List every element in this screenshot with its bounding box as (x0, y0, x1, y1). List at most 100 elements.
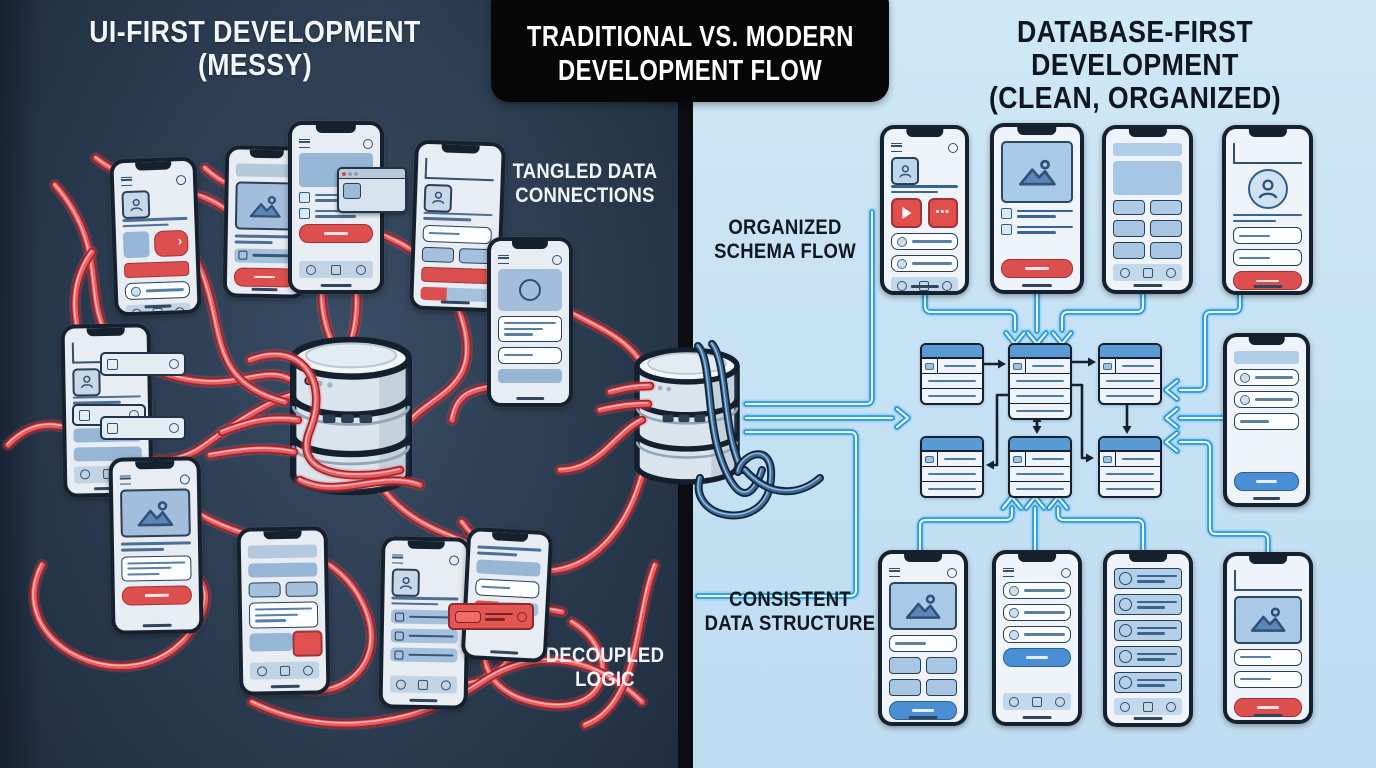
phone-screen (884, 129, 965, 291)
ui-pillr (299, 224, 373, 243)
table-row (922, 389, 982, 403)
phone-screen (1227, 556, 1309, 720)
phone-ui-content (996, 554, 1078, 722)
ui-red2 (891, 198, 958, 228)
phone-ui-content (1227, 556, 1309, 720)
ui-img (120, 488, 191, 538)
phone-ui-content (113, 460, 200, 630)
checkbox-icon (1001, 208, 1012, 219)
search-icon (1031, 696, 1042, 707)
menu-icon (498, 255, 509, 264)
home-icon (131, 308, 142, 313)
phone-notch (1018, 554, 1056, 562)
right-heading-line2: (CLEAN, ORGANIZED) (988, 79, 1282, 115)
ui-duo2 (421, 246, 492, 264)
key-icon (1100, 452, 1116, 466)
ui-pillr (1001, 259, 1073, 278)
table-row (1010, 404, 1070, 418)
ui-rowf (248, 562, 318, 578)
ui-list (1114, 568, 1182, 589)
key-icon (1010, 452, 1026, 466)
ui-wic (1003, 626, 1071, 643)
menu-icon (392, 554, 404, 564)
ui-list (1114, 646, 1182, 667)
home-indicator (1253, 714, 1283, 717)
list-icon (1240, 372, 1250, 383)
menu-icon (889, 568, 900, 577)
text-lines (122, 424, 165, 432)
toast-icon (107, 422, 118, 434)
phone-notch (249, 149, 285, 159)
person-icon (898, 164, 912, 178)
content-block (122, 231, 151, 259)
notification-toast-3 (100, 416, 186, 440)
home-indicator (142, 623, 173, 628)
avatar-circle (1119, 650, 1132, 663)
phone-mockup-pr-2 (990, 123, 1084, 294)
checkbox-icon (299, 208, 310, 219)
table-row (1010, 359, 1070, 374)
ui-hdr (119, 473, 190, 485)
ui-pillb (1003, 648, 1071, 667)
home-indicator (1022, 716, 1052, 719)
table-row (1100, 389, 1160, 403)
ui-ln2 (1233, 213, 1302, 223)
phone-screen (1106, 129, 1189, 290)
back-icon (1234, 570, 1236, 589)
avatar-circle (1119, 598, 1132, 611)
red-badge (292, 629, 323, 657)
phone-notch (315, 125, 357, 133)
bell-icon (175, 174, 187, 185)
ui-img (1234, 595, 1302, 644)
avatar (891, 157, 919, 185)
list-icon (395, 611, 405, 622)
schema-table-3 (1098, 343, 1162, 405)
home-icon (306, 264, 317, 275)
phone-screen (996, 554, 1078, 722)
phone-ui-content (994, 127, 1080, 290)
ui-wln (498, 316, 562, 342)
table-row (1100, 467, 1160, 482)
title-line2: DEVELOPMENT FLOW (557, 54, 823, 87)
phone-ui-content (1226, 129, 1309, 291)
database-icon (634, 347, 740, 485)
list-icon (1240, 394, 1250, 405)
list-icon (1009, 629, 1019, 640)
bell-icon (948, 142, 958, 153)
ui-grid (889, 657, 957, 696)
ui-hdrb (1233, 143, 1302, 164)
label-line: ORGANIZED (728, 216, 842, 239)
search-icon (418, 679, 429, 690)
ui-rowic (390, 628, 458, 644)
ui-nav (299, 261, 373, 278)
ui-pillr (1233, 271, 1302, 291)
phone-mockup-pr-9 (1223, 552, 1313, 724)
ui-wrow (1234, 648, 1302, 666)
text-lines (1017, 209, 1073, 218)
bell-icon (179, 473, 190, 485)
list-icon (394, 630, 404, 641)
ui-nav (1113, 264, 1182, 281)
magnifier-icon (517, 611, 527, 622)
table-header (922, 438, 982, 452)
phone-mockup-pl-1 (109, 156, 202, 317)
settings-icon (1165, 701, 1176, 712)
home-icon (256, 665, 267, 676)
phone-screen (464, 531, 550, 659)
table-row (922, 359, 982, 374)
ui-hdrb (424, 156, 495, 182)
key-icon (1010, 359, 1026, 373)
menu-icon (299, 139, 310, 148)
ui-nav (1114, 698, 1182, 715)
image-icon (905, 594, 941, 619)
key-icon (1100, 359, 1116, 373)
label-line: DATA STRUCTURE (704, 612, 876, 636)
ui-avatar (891, 157, 958, 193)
ui-duo2 (248, 581, 318, 598)
ui-rowic (390, 647, 458, 663)
ui-list (1114, 620, 1182, 641)
ui-list (1114, 672, 1182, 693)
ui-ln2 (120, 541, 191, 552)
ui-rowf-lg (1113, 161, 1182, 195)
avatar (72, 367, 101, 397)
